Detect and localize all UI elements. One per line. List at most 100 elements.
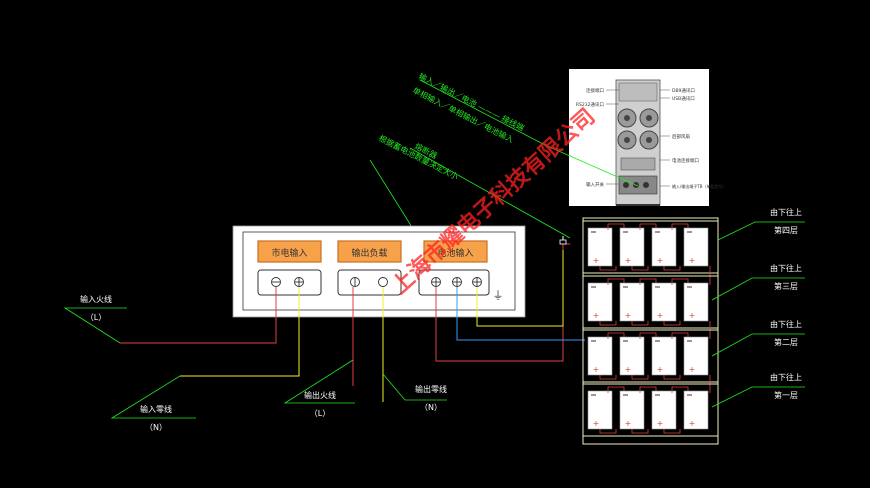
photo-callout-right: 电池连接端口	[672, 157, 699, 164]
battery-cell	[651, 390, 677, 430]
output-label: 输出负载	[351, 247, 387, 259]
battery-cell	[619, 336, 645, 376]
layer-name: 第一层	[774, 390, 798, 400]
input-neutral-code: （N）	[145, 423, 167, 432]
cell-link-wire	[639, 223, 657, 230]
layer-direction: 由下往上	[770, 263, 802, 273]
battery-cell	[651, 227, 677, 267]
photo-callout-right: 输入/输出端子TB（单相型号）	[672, 183, 727, 189]
cell-link-wire	[663, 266, 681, 271]
battery-shelf	[582, 275, 719, 329]
input-neutral-label: 输入零线	[140, 404, 172, 414]
cell-link-wire	[599, 429, 617, 434]
terminal-screw	[472, 277, 482, 287]
battery-cell	[587, 390, 613, 430]
photo-callout-left: RS232通讯口	[576, 101, 604, 108]
battery-cell	[619, 282, 645, 322]
cell-link-wire	[631, 266, 649, 271]
layer-direction: 由下往上	[770, 372, 802, 382]
breaker-note: 根据蓄电池数量决定大小	[377, 133, 460, 182]
cell-link-wire	[639, 278, 657, 285]
battery-cell	[651, 336, 677, 376]
cell-link-wire	[607, 223, 625, 230]
input-neutral-wire	[180, 287, 300, 377]
terminal-screw	[271, 277, 281, 287]
cell-link-wire	[599, 375, 617, 380]
cell-link-wire	[663, 375, 681, 380]
input-label: 市电输入	[271, 247, 307, 259]
battery-cabinet: ++++++++++++++++	[582, 217, 719, 445]
layer-name: 第三层	[774, 281, 798, 291]
battery-plus-mark: +	[625, 256, 632, 265]
battery-label: 电池输入	[437, 247, 473, 259]
cell-link-wire	[663, 321, 681, 326]
wires	[120, 236, 585, 402]
cell-link-wire	[607, 386, 625, 393]
photo-callout-right: USB通讯口	[672, 95, 695, 102]
input-terminal-block	[257, 269, 322, 296]
layer-name: 第二层	[774, 337, 798, 347]
battery-cell	[651, 282, 677, 322]
cell-link-wire	[671, 278, 689, 285]
terminal-screw	[350, 277, 360, 287]
battery-plus-mark: +	[689, 419, 696, 428]
layer-name: 第四层	[774, 225, 798, 235]
battery-terminal-block	[418, 269, 490, 296]
battery-cell	[683, 336, 709, 376]
battery-shelf	[582, 383, 719, 437]
output-neutral-code: （N）	[420, 403, 442, 412]
terminal-screw	[452, 277, 462, 287]
battery-cell	[683, 282, 709, 322]
battery-label-plate	[423, 240, 488, 263]
photo-callout-left: 连接端口	[586, 87, 604, 94]
battery-plus-mark: +	[689, 365, 696, 374]
cell-link-wire	[631, 321, 649, 326]
battery-plus-mark: +	[689, 256, 696, 265]
cell-link-wire	[631, 375, 649, 380]
battery-plus-mark: +	[657, 365, 664, 374]
layer-direction: 由下往上	[770, 207, 802, 217]
battery-plus-mark: +	[689, 311, 696, 320]
output-live-label: 输出火线	[304, 390, 336, 400]
input-live-wire	[120, 287, 277, 344]
battery-cell	[587, 227, 613, 267]
terminal-screw	[431, 277, 441, 287]
output-live-code: （L）	[310, 409, 330, 418]
battery-cell	[587, 336, 613, 376]
photo-callout-left: 输入开关	[586, 181, 604, 188]
layer-label-leaders	[711, 221, 805, 408]
terminal-screw	[294, 277, 304, 287]
photo-callout-right: 后部风扇	[672, 133, 690, 140]
battery-cell	[683, 227, 709, 267]
battery-plus-mark: +	[625, 365, 632, 374]
battery-cell	[619, 390, 645, 430]
battery-cell	[587, 282, 613, 322]
cell-link-wire	[671, 386, 689, 393]
cell-link-wire	[639, 332, 657, 339]
battery-plus-mark: +	[625, 311, 632, 320]
battery-shelf	[582, 329, 719, 383]
layer-direction: 由下往上	[770, 319, 802, 329]
cell-link-wire	[671, 223, 689, 230]
input-live-code: （L）	[86, 313, 106, 322]
battery-cell	[683, 390, 709, 430]
battery-middle-wire	[456, 287, 585, 341]
battery-cell	[619, 227, 645, 267]
wire-label-leaders	[63, 307, 447, 419]
cell-link-wire	[671, 332, 689, 339]
battery-shelf	[582, 220, 719, 274]
cell-link-wire	[631, 429, 649, 434]
battery-plus-mark: +	[657, 256, 664, 265]
output-neutral-label: 输出零线	[415, 384, 447, 394]
terminal-panel: 市电输入 输出负载 电池输入 ⏚	[232, 225, 526, 318]
battery-plus-mark: +	[625, 419, 632, 428]
battery-plus-mark: +	[657, 311, 664, 320]
ups-rear-photo: 连接端口 RS232通讯口 输入开关 DB9通讯口 USB通讯口 后部风扇 电池…	[569, 69, 727, 206]
battery-plus-mark: +	[657, 419, 664, 428]
battery-negative-wire	[476, 250, 564, 327]
battery-plus-mark: +	[593, 419, 600, 428]
battery-plus-mark: +	[593, 256, 600, 265]
ground-icon: ⏚	[493, 289, 504, 302]
output-terminal-block	[337, 269, 402, 296]
